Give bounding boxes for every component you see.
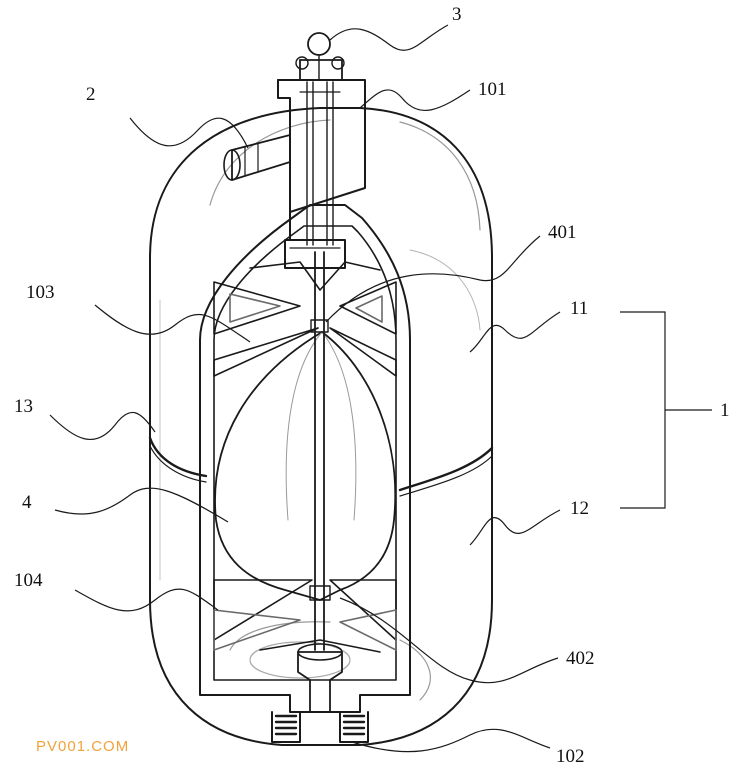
outer-shell [149,107,493,746]
label-13: 13 [14,396,33,417]
top-valve [277,32,366,269]
label-103: 103 [26,282,55,303]
label-102: 102 [556,746,585,767]
bottom-port [271,643,369,743]
leader-2 [129,117,249,149]
label-2: 2 [86,84,96,105]
bladder [214,331,397,601]
watermark-text: PV001.COM [36,738,130,755]
label-11: 11 [570,298,588,319]
label-3: 3 [452,4,462,25]
leader-401 [325,235,541,323]
central-rod [309,251,331,651]
leader-104 [74,588,219,612]
leader-11 [469,311,561,353]
label-1: 1 [720,400,730,421]
upper-baffle [213,261,397,377]
leader-103 [94,304,251,343]
label-401: 401 [548,222,577,243]
leader-102 [351,728,551,753]
side-fitting [223,134,291,181]
label-101: 101 [478,79,507,100]
shell-seam [148,436,494,497]
label-402: 402 [566,648,595,669]
bracket-1 [620,311,712,509]
leader-13 [49,412,156,441]
leader-lines [49,24,712,753]
label-4: 4 [22,492,32,513]
label-104: 104 [14,570,43,591]
part-labels: 3 101 2 401 103 11 1 13 4 12 104 402 102 [14,4,730,767]
leader-12 [469,509,561,546]
leader-402 [339,597,559,684]
leader-101 [359,89,471,112]
leader-4 [54,487,229,523]
inner-wall [199,204,411,713]
label-12: 12 [570,498,589,519]
lower-baffle [213,579,397,653]
leader-3 [329,24,449,51]
